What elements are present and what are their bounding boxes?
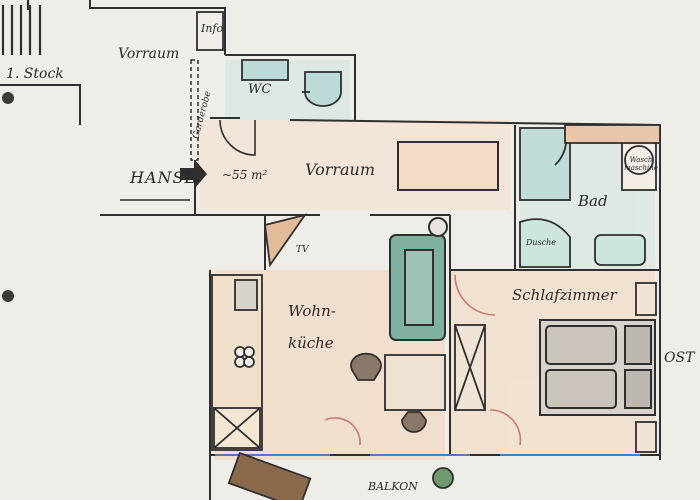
garderobe-rail [190,59,199,161]
waschmaschine-label: Wasch maschine [624,156,658,172]
vorraum-main-label: Vorraum [305,160,376,179]
dining-set [350,352,446,433]
hall-bench [397,141,499,191]
kitchen-counter [211,274,263,451]
wohnkueche-label-line2: küche [288,334,334,352]
ost-label: OST [664,350,695,366]
wc-label: WC [248,82,272,97]
entry-arrow-icon [180,160,207,188]
bed [539,319,656,416]
binder-hole-bottom [2,290,14,302]
balkon-label: BALKON [368,480,418,493]
dusche-label: Dusche [526,238,557,247]
wc-fixtures [241,59,342,107]
wohnkueche-label-line1: Wohn- [288,302,336,320]
bath-fixtures [519,127,657,268]
schlafzimmer-label: Schlafzimmer [512,286,617,304]
entry-door [219,119,256,156]
interior-doors [324,274,522,446]
sofa [389,217,448,341]
hansl-label: HANSL [130,168,197,187]
balcony-furniture [227,451,454,500]
vorraum-top-label: Vorraum [118,46,180,62]
bad-label: Bad [578,192,608,210]
info-label: Info [201,22,224,35]
tv-label: TV [296,245,309,255]
bedroom-side-units [454,282,657,453]
info-cabinet [196,11,224,51]
staircase [1,0,42,55]
bedroom-wardrobe [564,124,661,144]
binder-hole-top [2,92,14,104]
area-label: ~55 m² [222,168,268,182]
stock-label: 1. Stock [6,66,64,82]
tv-stand [264,213,308,268]
